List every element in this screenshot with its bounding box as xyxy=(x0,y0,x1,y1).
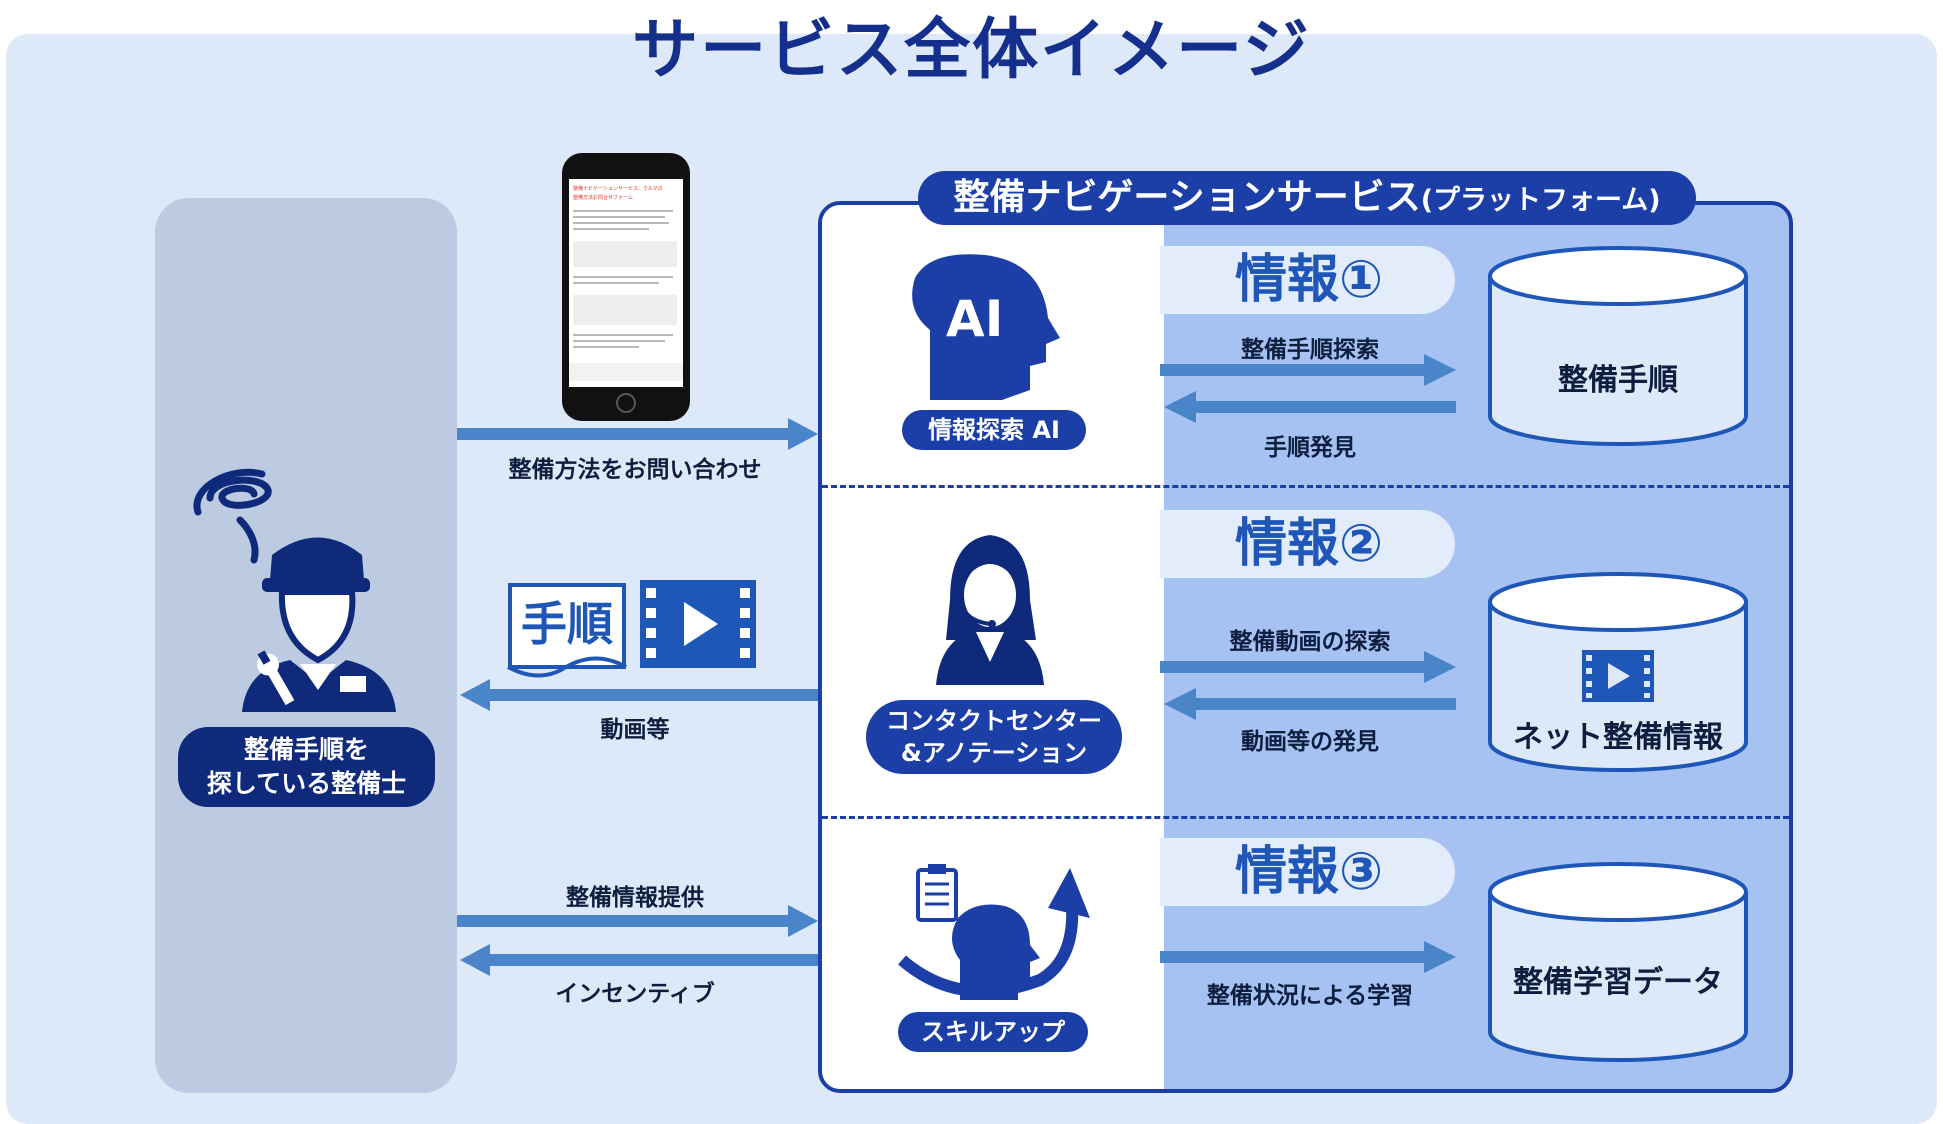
phone-form-lines xyxy=(569,210,683,381)
actor-contact-line1: コンタクトセンター xyxy=(886,707,1102,735)
smartphone-icon: 整備ナビゲーションサービス、クルマの 整備方法お問合せフォーム xyxy=(562,153,690,421)
mechanic-column xyxy=(155,198,457,1093)
db-procedures-label: 整備手順 xyxy=(1558,363,1678,398)
info-tab-1: 情報① xyxy=(1160,246,1455,314)
platform-title: 整備ナビゲーションサービス(プラットフォーム) xyxy=(918,171,1696,225)
page-title: サービス全体イメージ xyxy=(632,11,1311,88)
row2-search-label: 整備動画の探索 xyxy=(1229,629,1391,655)
procedure-document-icon: 手順 xyxy=(508,583,626,669)
info-tab-3: 情報③ xyxy=(1160,838,1455,906)
video-etc-label: 動画等 xyxy=(600,717,670,743)
actor-skillup-label: スキルアップ xyxy=(898,1012,1088,1052)
mechanic-label-line1: 整備手順を xyxy=(243,735,369,764)
phone-screen: 整備ナビゲーションサービス、クルマの 整備方法お問合せフォーム xyxy=(569,179,683,387)
mechanic-label: 整備手順を 探している整備士 xyxy=(178,727,435,807)
mechanic-label-line2: 探している整備士 xyxy=(206,769,407,798)
platform-title-main: 整備ナビゲーションサービス xyxy=(953,177,1421,218)
actor-contact-line2: &アノテーション xyxy=(900,739,1088,767)
row-divider-2 xyxy=(822,816,1789,819)
info-tab-2: 情報② xyxy=(1160,510,1455,578)
actor-ai-label: 情報探索 AI xyxy=(902,410,1086,450)
phone-home-button xyxy=(616,393,636,413)
actor-contact-center-label: コンタクトセンター &アノテーション xyxy=(866,700,1122,774)
row2-found-label: 動画等の発見 xyxy=(1241,729,1379,755)
row3-learn-label: 整備状況による学習 xyxy=(1206,983,1414,1009)
platform-title-sub: (プラットフォーム) xyxy=(1420,185,1661,216)
info-provide-label: 整備情報提供 xyxy=(566,885,704,911)
db-net-info-label: ネット整備情報 xyxy=(1513,720,1723,755)
incentive-label: インセンティブ xyxy=(555,981,715,1007)
inquiry-label: 整備方法をお問い合わせ xyxy=(508,457,762,483)
row1-search-label: 整備手順探索 xyxy=(1241,337,1379,363)
row-divider-1 xyxy=(822,485,1789,488)
phone-line2: 整備方法お問合せフォーム xyxy=(573,195,633,201)
phone-line1: 整備ナビゲーションサービス、クルマの xyxy=(573,186,663,192)
row1-found-label: 手順発見 xyxy=(1264,435,1356,461)
db-learning-label: 整備学習データ xyxy=(1513,965,1723,1000)
ai-mark: AI xyxy=(946,290,1004,348)
